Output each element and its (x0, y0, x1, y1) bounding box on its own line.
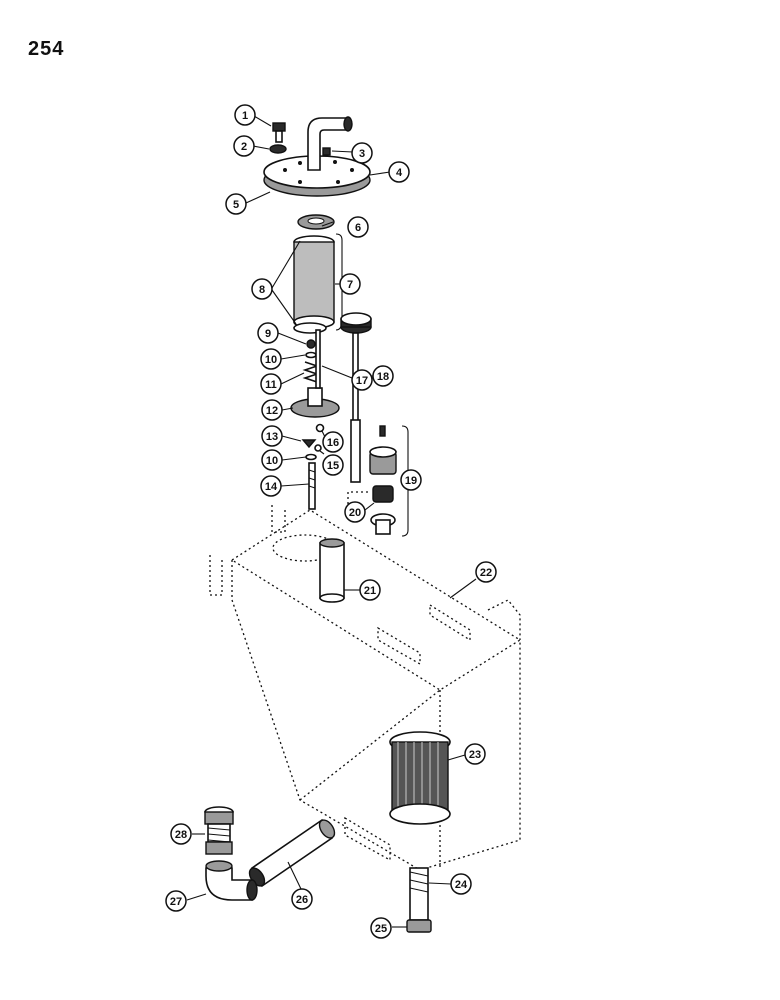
callout-12: 12 (261, 399, 283, 421)
callout-label: 24 (455, 879, 468, 891)
part-vent-pipe-end (343, 116, 353, 132)
part-elbow (205, 860, 258, 901)
part-dipstick (340, 312, 372, 483)
callout-label: 25 (375, 923, 387, 935)
part-washer-10a (305, 351, 317, 359)
callout-label: 27 (170, 896, 182, 908)
callout-7: 7 (339, 273, 361, 295)
part-hydraulic-tank (209, 505, 522, 871)
callout-label: 15 (327, 460, 339, 472)
callout-label: 5 (233, 199, 239, 211)
callout-10b: 10 (261, 449, 283, 471)
callout-label: 8 (259, 284, 265, 296)
callout-18: 18 (372, 365, 394, 387)
callout-25: 25 (370, 917, 392, 939)
part-nipple (248, 818, 336, 888)
callout-10a: 10 (260, 348, 282, 370)
callout-label: 11 (265, 379, 277, 391)
part-bolt (272, 122, 286, 143)
callout-24: 24 (450, 873, 472, 895)
callout-22: 22 (475, 561, 497, 583)
callout-16: 16 (322, 431, 344, 453)
part-pin (315, 423, 325, 433)
callout-19: 19 (400, 469, 422, 491)
callout-label: 22 (480, 567, 492, 579)
part-suction-tube (406, 867, 432, 933)
part-spring (302, 361, 320, 383)
callout-9: 9 (257, 322, 279, 344)
leader-dotted-20 (347, 491, 368, 512)
part-washer-10b (305, 453, 317, 461)
callout-20: 20 (344, 501, 366, 523)
callout-5: 5 (225, 193, 247, 215)
callout-26: 26 (291, 888, 313, 910)
page-number: 254 (28, 38, 65, 60)
callout-27: 27 (165, 890, 187, 912)
callout-label: 13 (266, 431, 278, 443)
part-stud (308, 462, 316, 510)
part-seat (301, 439, 317, 449)
part-plug (322, 147, 331, 156)
callout-13: 13 (261, 425, 283, 447)
callout-label: 16 (327, 437, 339, 449)
callout-15: 15 (322, 454, 344, 476)
part-valve-body (290, 387, 340, 418)
callout-label: 14 (265, 481, 278, 493)
callout-label: 26 (296, 894, 308, 906)
callout-label: 1 (242, 110, 248, 122)
leader-lines (186, 115, 477, 928)
callout-6: 6 (347, 216, 369, 238)
callout-label: 20 (349, 507, 361, 519)
part-filler-tube (319, 538, 345, 603)
callout-label: 4 (396, 167, 403, 179)
callout-23: 23 (464, 743, 486, 765)
callout-label: 10 (265, 354, 277, 366)
callout-label: 6 (355, 222, 361, 234)
part-filter-element (293, 235, 335, 334)
callout-21: 21 (359, 579, 381, 601)
callout-1: 1 (234, 104, 256, 126)
callout-label: 28 (175, 829, 187, 841)
callout-label: 7 (347, 279, 353, 291)
part-cover-plate (263, 155, 371, 197)
callout-label: 10 (266, 455, 278, 467)
callout-8: 8 (251, 278, 273, 300)
callout-14: 14 (260, 475, 282, 497)
part-ball (306, 339, 316, 349)
callout-28: 28 (170, 823, 192, 845)
callout-label: 18 (377, 371, 389, 383)
callout-label: 12 (266, 405, 278, 417)
callout-label: 3 (359, 148, 365, 160)
part-washer (269, 144, 287, 154)
part-rod (315, 329, 321, 389)
callout-label: 19 (405, 475, 417, 487)
callout-label: 2 (241, 141, 247, 153)
callout-2: 2 (233, 135, 255, 157)
part-strainer (389, 731, 451, 825)
callout-11: 11 (260, 373, 282, 395)
part-retainer (314, 444, 322, 452)
callout-17: 17 (351, 369, 373, 391)
callout-label: 17 (356, 375, 368, 387)
callout-4: 4 (388, 161, 410, 183)
callout-label: 9 (265, 328, 271, 340)
part-breather-group (369, 425, 397, 535)
part-adapter (204, 806, 234, 855)
callout-3: 3 (351, 142, 373, 164)
callout-label: 21 (364, 585, 376, 597)
callout-label: 23 (469, 749, 481, 761)
